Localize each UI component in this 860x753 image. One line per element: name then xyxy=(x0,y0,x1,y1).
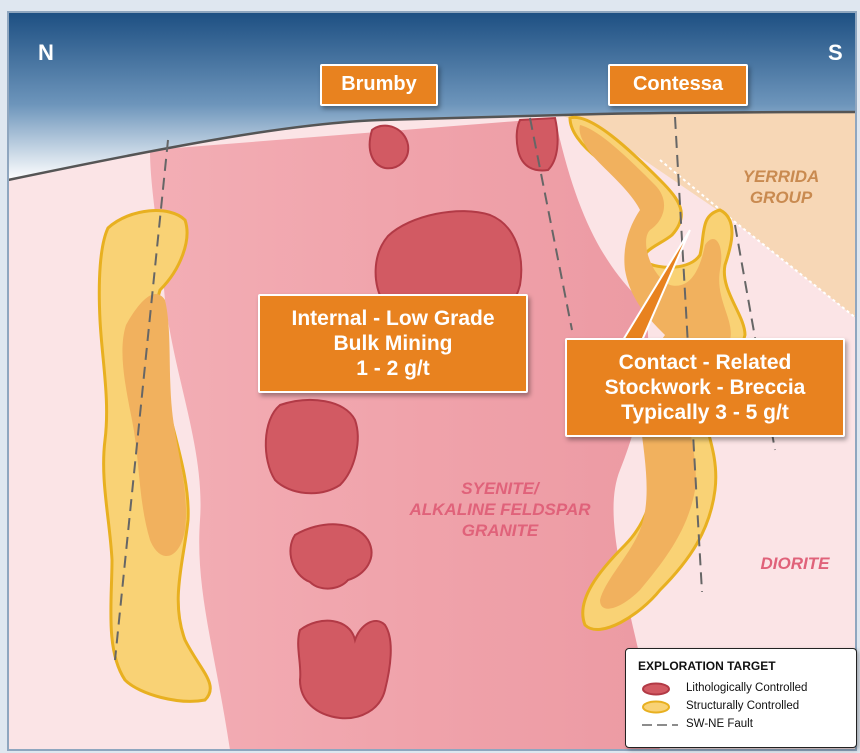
lithological-target-1 xyxy=(370,126,409,169)
internal-line-1: Internal - Low Grade xyxy=(268,306,518,331)
contact-related-callout: Contact - Related Stockwork - Breccia Ty… xyxy=(565,338,845,437)
legend-item-fault: SW-NE Fault xyxy=(638,717,854,733)
contact-line-3: Typically 3 - 5 g/t xyxy=(575,400,835,425)
syenite-line-2: ALKALINE FELDSPAR xyxy=(385,499,615,520)
dashed-line-icon xyxy=(638,717,682,733)
syenite-line-1: SYENITE/ xyxy=(385,478,615,499)
diorite-label: DIORITE xyxy=(745,553,845,574)
legend-label-structural: Structurally Controlled xyxy=(686,700,799,712)
red-ellipse-icon xyxy=(638,681,682,697)
legend-item-lithological: Lithologically Controlled xyxy=(638,681,854,697)
syenite-line-3: GRANITE xyxy=(385,520,615,541)
internal-line-2: Bulk Mining xyxy=(268,331,518,356)
yerrida-line-1: YERRIDA xyxy=(726,166,836,187)
legend-label-fault: SW-NE Fault xyxy=(686,718,753,730)
contessa-label: Contessa xyxy=(608,64,748,106)
legend-item-structural: Structurally Controlled xyxy=(638,699,854,715)
legend: EXPLORATION TARGET Lithologically Contro… xyxy=(625,648,857,748)
internal-low-grade-callout: Internal - Low Grade Bulk Mining 1 - 2 g… xyxy=(258,294,528,393)
lithological-target-4 xyxy=(266,400,358,493)
legend-title: EXPLORATION TARGET xyxy=(638,659,776,673)
diorite-line-1: DIORITE xyxy=(745,553,845,574)
lithological-target-2 xyxy=(517,118,558,170)
yerrida-group-label: YERRIDA GROUP xyxy=(726,166,836,208)
brumby-label: Brumby xyxy=(320,64,438,106)
syenite-label: SYENITE/ ALKALINE FELDSPAR GRANITE xyxy=(385,478,615,541)
south-label: S xyxy=(828,40,843,66)
yerrida-line-2: GROUP xyxy=(726,187,836,208)
north-label: N xyxy=(38,40,54,66)
internal-line-3: 1 - 2 g/t xyxy=(268,356,518,381)
legend-label-lithological: Lithologically Controlled xyxy=(686,682,807,694)
contact-line-1: Contact - Related xyxy=(575,350,835,375)
contact-line-2: Stockwork - Breccia xyxy=(575,375,835,400)
lithological-target-6 xyxy=(298,621,391,719)
yellow-ellipse-icon xyxy=(638,699,682,715)
